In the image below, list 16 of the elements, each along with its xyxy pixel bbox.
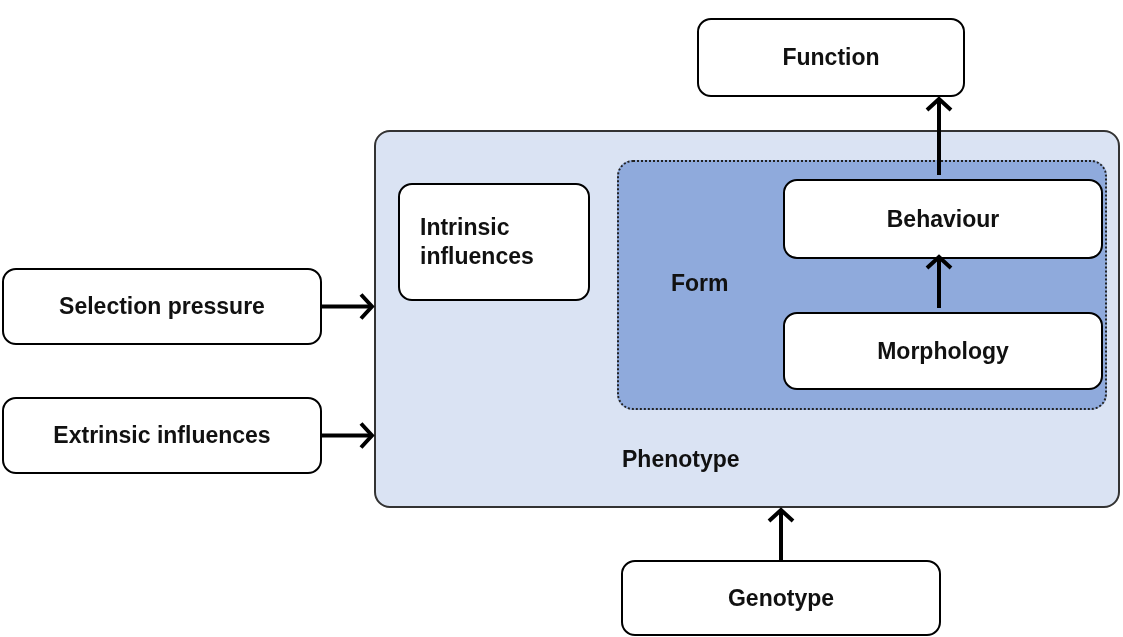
process-box: Extrinsic influences [2,397,322,474]
process-box: Selection pressure [2,268,322,345]
process-box: Function [697,18,965,97]
process-box: Intrinsic influences [398,183,590,301]
arrow [925,255,953,308]
group-label: Form [671,270,729,297]
arrow [925,97,953,175]
process-box: Behaviour [783,179,1103,259]
process-box: Genotype [621,560,941,636]
group-label: Phenotype [622,446,740,473]
arrow [322,292,374,321]
form-region [617,160,1107,410]
arrow [322,421,374,450]
arrow [767,508,795,560]
process-box: Morphology [783,312,1103,390]
phenotype-panel [374,130,1120,508]
